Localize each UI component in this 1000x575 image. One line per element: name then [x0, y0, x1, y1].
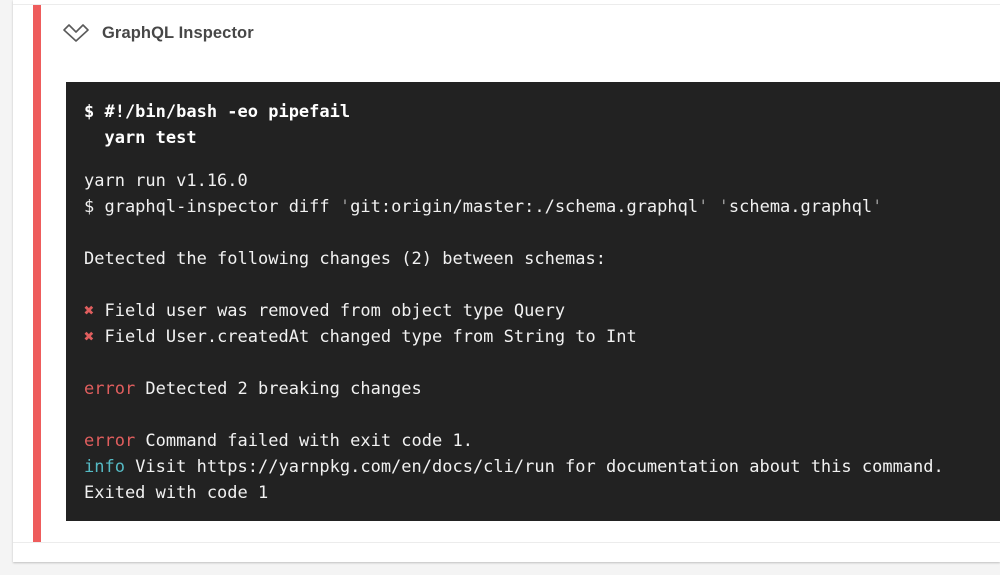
terminal-output: yarn run v1.16.0 $ graphql-inspector diff…	[84, 168, 982, 506]
build-step-card: GraphQL Inspector $ #!/bin/bash -eo pipe…	[13, 0, 1000, 562]
terminal-line	[84, 402, 982, 428]
terminal-line: $ graphql-inspector diff 'git:origin/mas…	[84, 197, 883, 217]
terminal-line: error Command failed with exit code 1.	[84, 431, 473, 451]
step-header[interactable]: GraphQL Inspector	[13, 5, 1000, 61]
terminal-line	[84, 272, 982, 298]
terminal-command-block: $ #!/bin/bash -eo pipefail yarn test	[84, 99, 982, 151]
terminal-line	[84, 220, 982, 246]
failed-step-section: GraphQL Inspector $ #!/bin/bash -eo pipe…	[13, 5, 1000, 543]
terminal-line: yarn run v1.16.0	[84, 171, 248, 191]
failed-step-accent-bar	[33, 5, 41, 542]
step-title: GraphQL Inspector	[102, 23, 254, 42]
chevron-down-icon	[63, 24, 89, 42]
terminal-line: Detected the following changes (2) betwe…	[84, 249, 606, 269]
terminal-line: ✖ Field User.createdAt changed type from…	[84, 327, 637, 347]
card-top-divider	[13, 0, 1000, 5]
terminal-line	[84, 350, 982, 376]
terminal-line: yarn test	[84, 128, 197, 148]
terminal-line: ✖ Field user was removed from object typ…	[84, 301, 566, 321]
terminal-output-panel: $ #!/bin/bash -eo pipefail yarn test yar…	[66, 82, 1000, 521]
terminal-line: Exited with code 1	[84, 483, 269, 503]
terminal-line: $ #!/bin/bash -eo pipefail	[84, 102, 351, 122]
terminal-line: error Detected 2 breaking changes	[84, 379, 422, 399]
terminal-line: info Visit https://yarnpkg.com/en/docs/c…	[84, 457, 944, 477]
